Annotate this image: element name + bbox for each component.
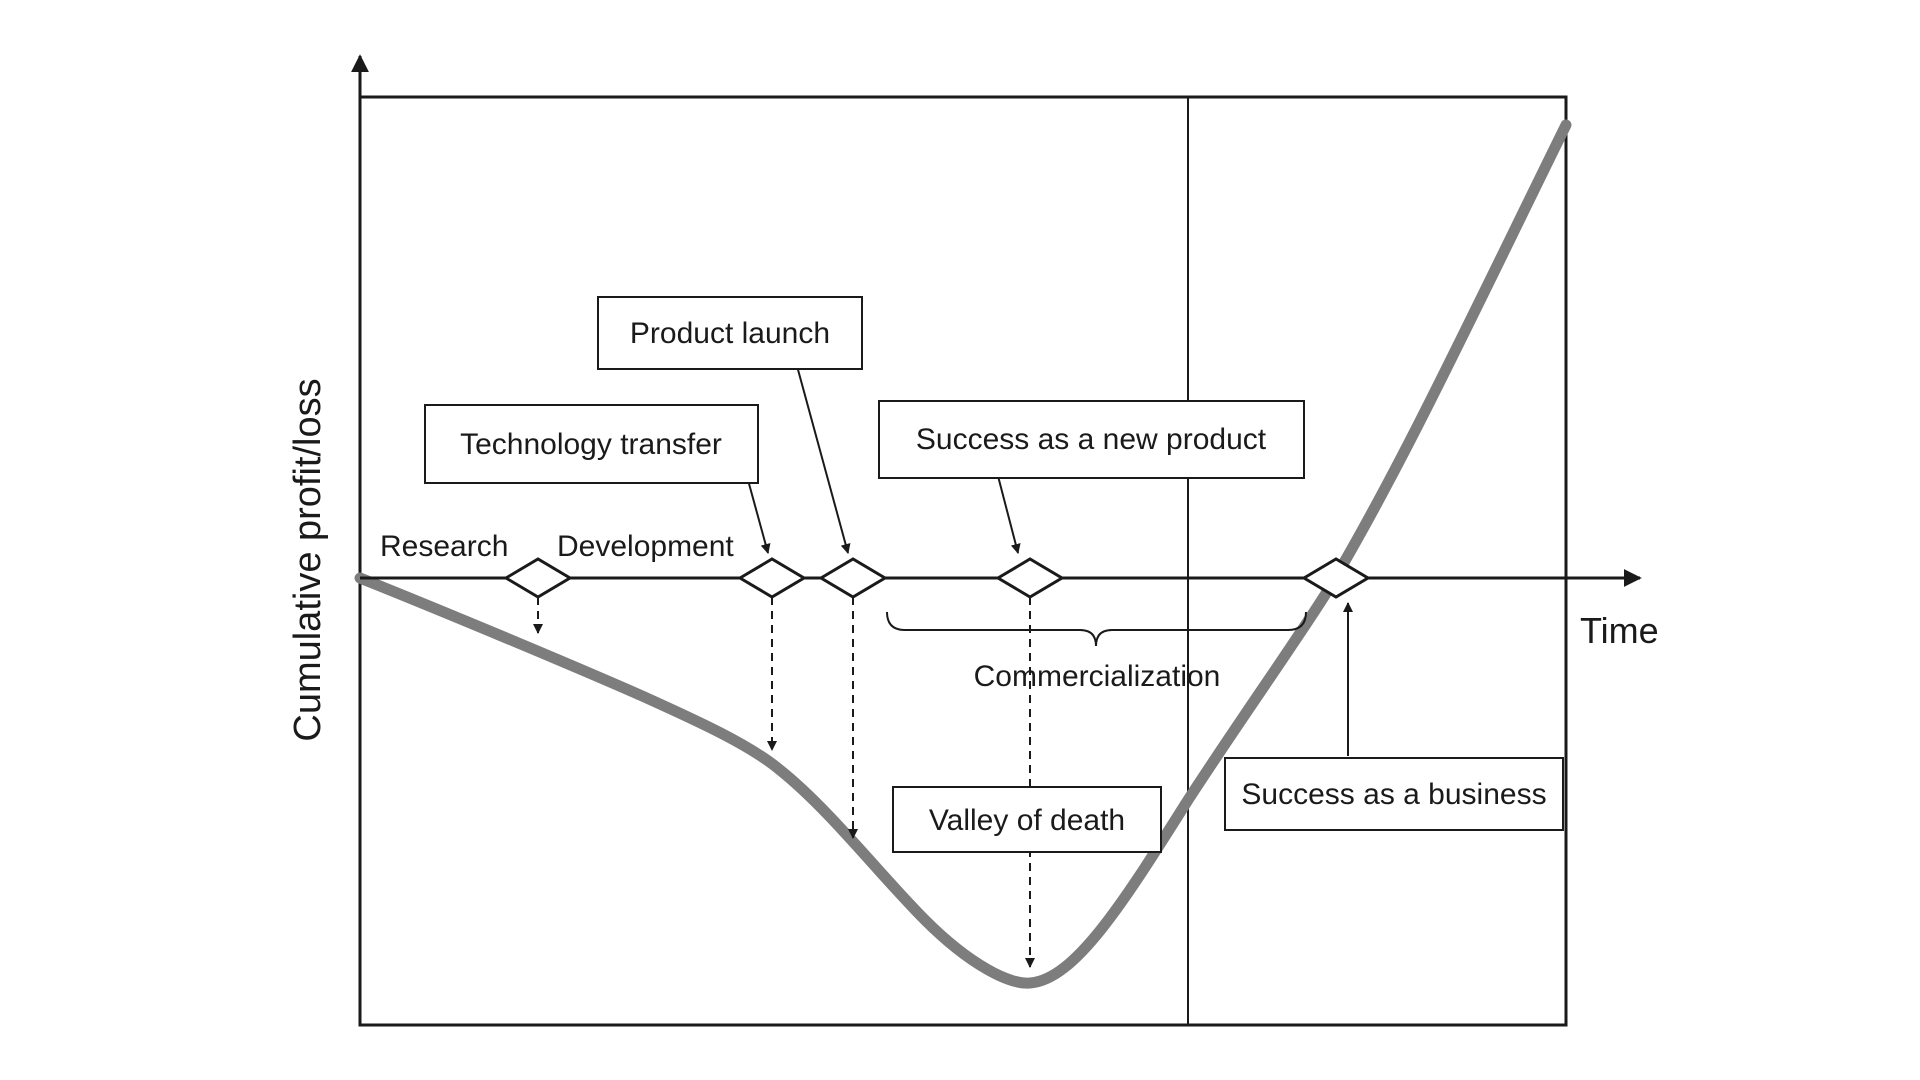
callout-box-success-business (1224, 757, 1564, 831)
milestone-diamond-research (503, 557, 573, 599)
commercialization-label: Commercialization (974, 660, 1221, 693)
milestone-diamond-success-business (1301, 557, 1371, 599)
pointer-success-new-product (997, 475, 1021, 554)
milestone-diamond-success-new-product (995, 557, 1065, 599)
callout-text-success-business: Success as a business (1241, 778, 1546, 811)
milestone-diamond-product-launch (818, 557, 888, 599)
callout-box-valley-of-death (892, 786, 1162, 853)
callout-box-success-new-product (878, 400, 1305, 479)
phase-label-research: Research (380, 530, 508, 563)
x-axis-label: Time (1580, 610, 1659, 651)
commercialization-brace (886, 611, 1307, 647)
callout-text-product-launch: Product launch (630, 317, 830, 350)
pointer-product-launch (796, 365, 851, 554)
pointer-technology-transfer (747, 479, 771, 554)
callout-box-product-launch (597, 296, 863, 370)
callout-text-technology-transfer: Technology transfer (460, 428, 722, 461)
profit-loss-curve (354, 119, 1572, 989)
milestone-diamond-technology-transfer (737, 557, 807, 599)
callout-text-valley-of-death: Valley of death (929, 804, 1125, 837)
callout-text-success-new-product: Success as a new product (916, 423, 1267, 456)
y-axis-label: Cumulative profit/loss (287, 378, 329, 741)
phase-label-development: Development (557, 530, 734, 563)
plot-frame (358, 95, 1568, 1027)
callout-box-technology-transfer (424, 404, 759, 484)
